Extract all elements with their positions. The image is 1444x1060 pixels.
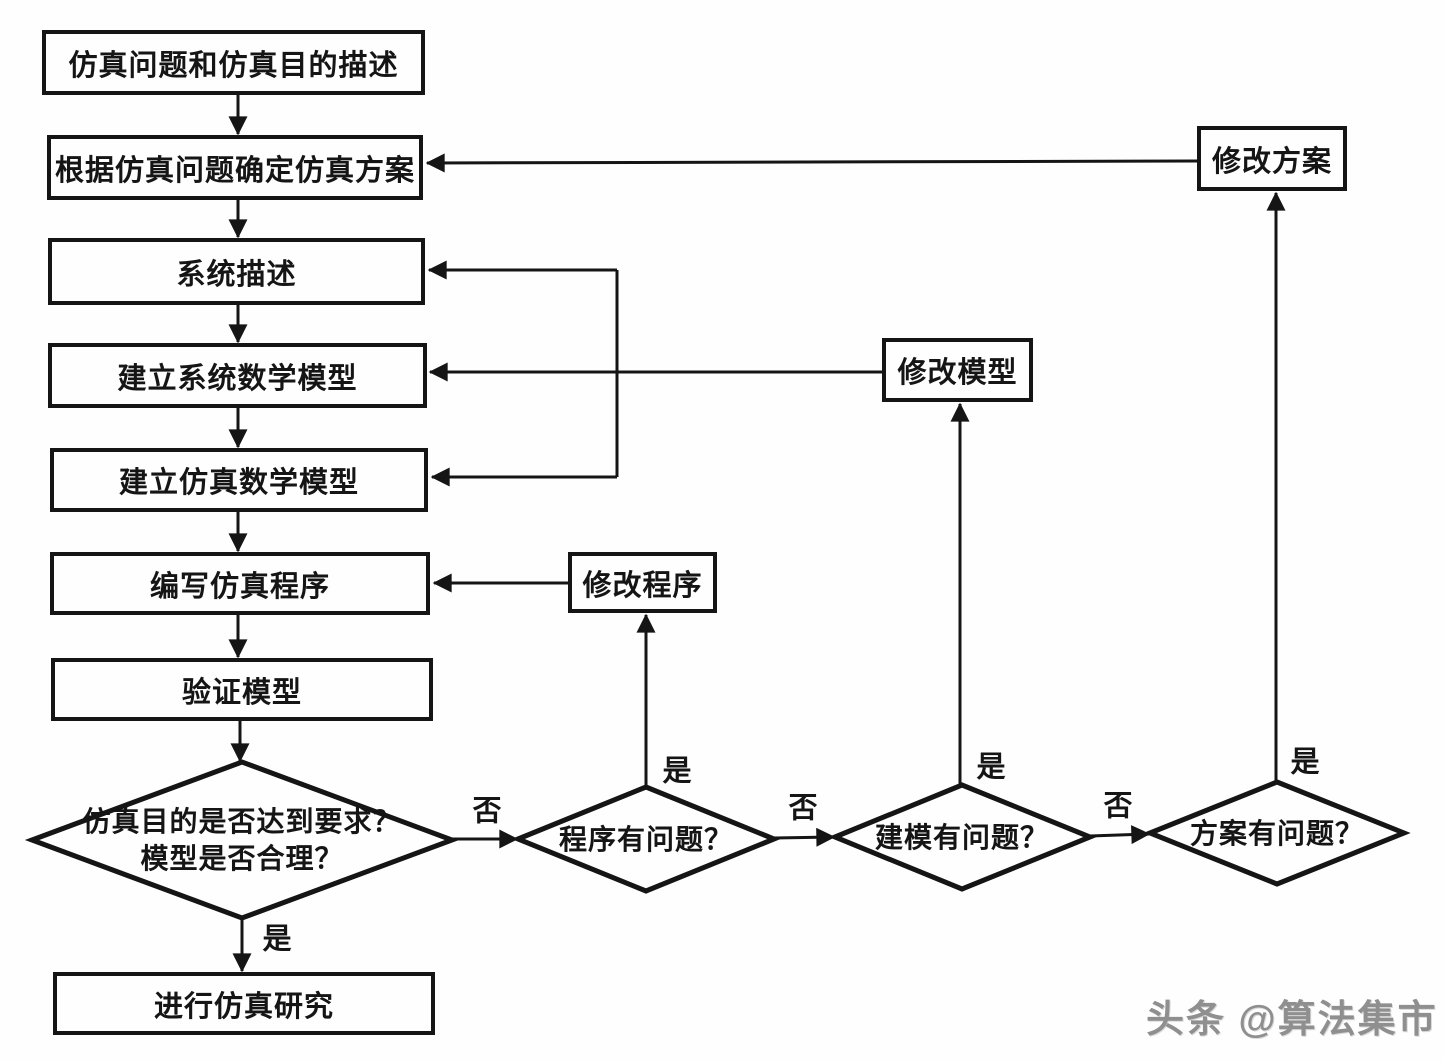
node-problem-description: 仿真问题和仿真目的描述 <box>42 30 425 95</box>
node-system-math-model-label: 建立系统数学模型 <box>117 362 358 395</box>
decision-programcheck-label: 程序有问题？ <box>526 820 766 858</box>
edge-label-no-modelcheck: 否 <box>1103 790 1133 823</box>
node-verify-model-label: 验证模型 <box>181 676 302 709</box>
decision-goalcheck-line1: 仿真目的是否达到要求？ <box>82 806 402 837</box>
node-conduct-research-label: 进行仿真研究 <box>153 990 334 1023</box>
edge-label-no-programcheck: 否 <box>788 792 818 825</box>
decision-shape-modelcheck <box>828 782 1097 892</box>
decision-shape-programcheck <box>511 784 781 894</box>
node-verify-model: 验证模型 <box>51 658 433 721</box>
node-modify-program: 修改程序 <box>568 552 717 613</box>
node-write-program: 编写仿真程序 <box>50 552 430 615</box>
decision-shape-goalcheck <box>24 759 460 921</box>
node-conduct-research: 进行仿真研究 <box>53 972 435 1035</box>
decision-schemecheck-text: 方案有问题？ <box>1189 817 1364 849</box>
node-simulation-math-model: 建立仿真数学模型 <box>50 448 428 512</box>
node-modify-program-label: 修改程序 <box>582 569 703 602</box>
edge-label-yes-goalcheck: 是 <box>262 923 292 956</box>
arrow-modelcheck-no-to-schemecheck <box>1089 825 1151 845</box>
node-modify-model: 修改模型 <box>882 338 1033 402</box>
decision-goalcheck-line2: 模型是否合理？ <box>140 843 344 874</box>
node-system-math-model: 建立系统数学模型 <box>48 343 427 408</box>
decision-modelcheck-text: 建模有问题？ <box>874 821 1049 853</box>
watermark-text: 头条 @算法集市 <box>1146 999 1438 1041</box>
edge-label-no-goalcheck: 否 <box>472 795 502 828</box>
node-problem-description-label: 仿真问题和仿真目的描述 <box>68 49 399 82</box>
edge-label-yes-programcheck: 是 <box>662 755 692 788</box>
decision-modelcheck-label: 建模有问题？ <box>842 818 1082 856</box>
node-system-description: 系统描述 <box>48 238 425 305</box>
node-modify-scheme: 修改方案 <box>1197 126 1347 191</box>
node-modify-scheme-label: 修改方案 <box>1211 145 1332 178</box>
edge-label-yes-modelcheck: 是 <box>976 751 1006 784</box>
edge-label-yes-schemecheck: 是 <box>1290 746 1320 779</box>
arrow-modifyscheme-to-scheme <box>425 153 1198 173</box>
node-write-program-label: 编写仿真程序 <box>149 570 330 603</box>
node-modify-model-label: 修改模型 <box>897 357 1018 389</box>
node-determine-scheme-label: 根据仿真问题确定仿真方案 <box>54 154 415 187</box>
decision-shape-schemecheck <box>1143 779 1411 887</box>
arrow-programcheck-no-to-modelcheck <box>773 827 836 847</box>
decision-programcheck-text: 程序有问题？ <box>558 823 733 855</box>
decision-goalcheck-label: 仿真目的是否达到要求？ 模型是否合理？ <box>62 798 422 882</box>
node-determine-scheme: 根据仿真问题确定仿真方案 <box>47 135 423 200</box>
node-system-description-label: 系统描述 <box>176 258 297 291</box>
node-simulation-math-model-label: 建立仿真数学模型 <box>118 467 359 499</box>
decision-schemecheck-label: 方案有问题？ <box>1157 814 1397 852</box>
